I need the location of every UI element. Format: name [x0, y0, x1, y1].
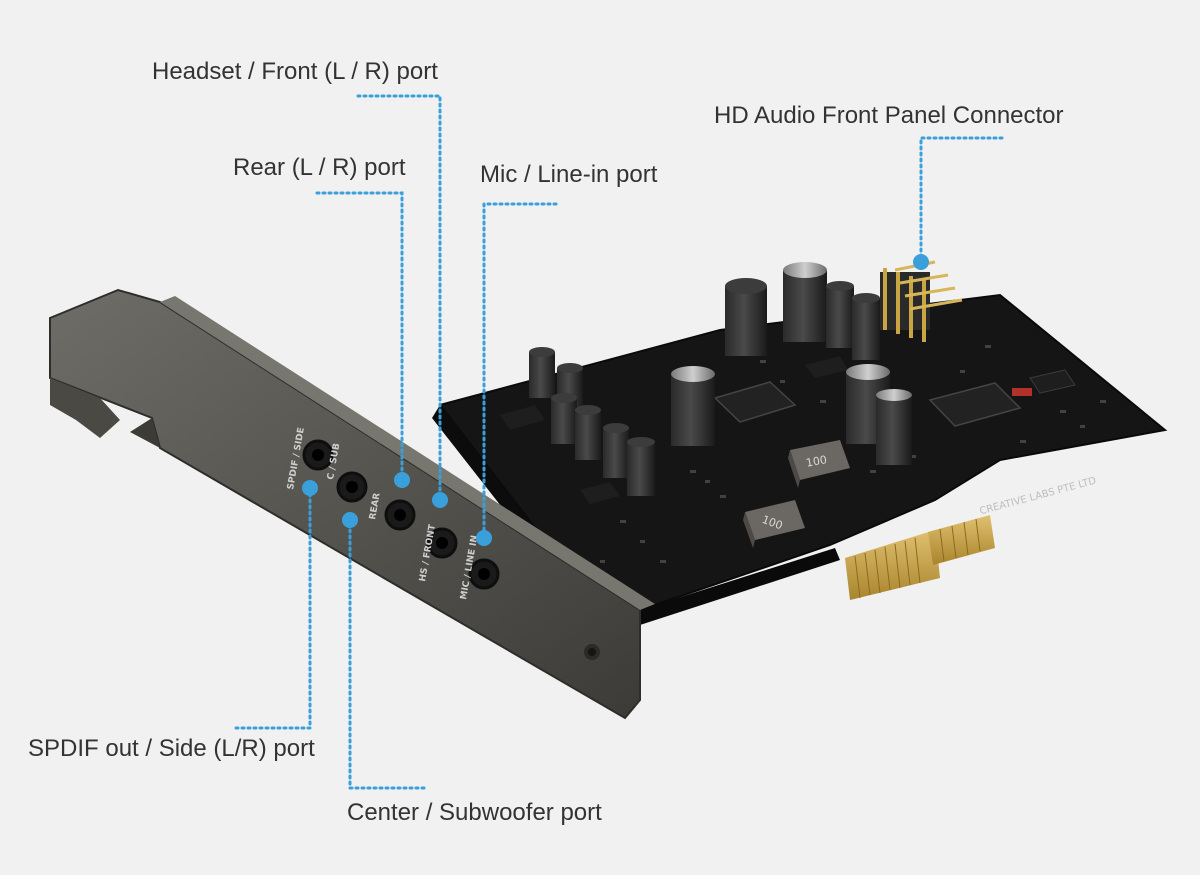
mic-leader [482, 202, 558, 540]
inductor-b: 100 [743, 500, 805, 548]
rear-dot [394, 472, 410, 488]
center-sub-dot [342, 512, 358, 528]
mic-line-in-jack: MIC / LINE IN [459, 535, 500, 601]
leader-lines [234, 94, 1004, 790]
center-subwoofer-port-label: Center / Subwoofer port [347, 799, 602, 826]
leader-dots [302, 254, 929, 546]
headset-front-port-label: Headset / Front (L / R) port [152, 58, 438, 85]
rear-leader [315, 191, 404, 482]
capacitors [529, 262, 912, 496]
headset-dot [432, 492, 448, 508]
pcb-board: 100 100 CREATIVE LABS PTE LTD [432, 260, 1168, 625]
hd-audio-dot [913, 254, 929, 270]
hd-audio-connector-label: HD Audio Front Panel Connector [714, 102, 1064, 129]
mic-dot [476, 530, 492, 546]
rear-port-text: REAR [368, 492, 383, 520]
mic-line-in-port-label: Mic / Line-in port [480, 161, 658, 188]
hd-audio-leader [919, 136, 1004, 264]
pcie-connector [845, 515, 995, 600]
spdif-dot [302, 480, 318, 496]
chip-main [500, 356, 1076, 504]
headset-leader [356, 94, 442, 502]
metal-bracket [49, 288, 655, 720]
rear-jack: REAR [368, 492, 416, 531]
spdif-side-port-label: SPDIF out / Side (L/R) port [28, 735, 315, 762]
hd-audio-header [880, 260, 963, 342]
maker-marking: CREATIVE LABS PTE LTD [979, 475, 1098, 517]
center-sub-leader [348, 518, 426, 790]
rear-port-label: Rear (L / R) port [233, 154, 406, 181]
inductor-a-label: 100 [805, 453, 828, 469]
spdif-leader [234, 486, 312, 730]
inductor-a: 100 [788, 440, 850, 488]
